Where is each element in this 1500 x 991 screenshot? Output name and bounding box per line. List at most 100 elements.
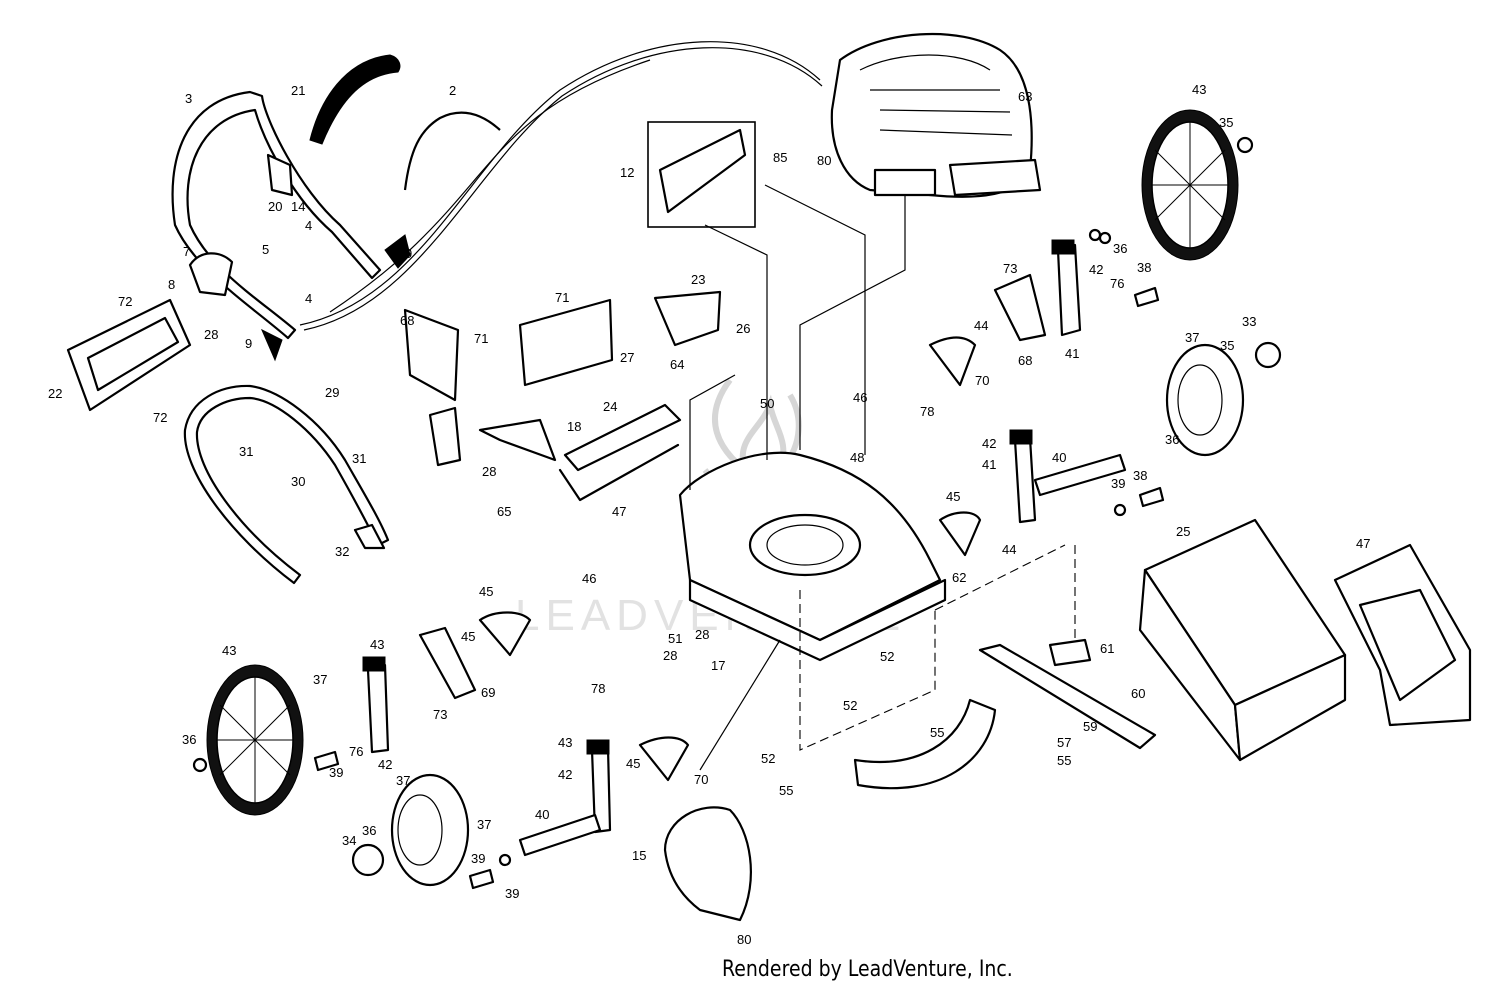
callout-label: 24 bbox=[603, 399, 617, 414]
callout-label: 42 bbox=[982, 436, 996, 451]
callout-label: 73 bbox=[1003, 261, 1017, 276]
callout-label: 78 bbox=[591, 681, 605, 696]
callout-label: 45 bbox=[946, 489, 960, 504]
rear-wheel-right bbox=[1141, 109, 1239, 261]
callout-label: 12 bbox=[620, 165, 634, 180]
callout-label: 39 bbox=[505, 886, 519, 901]
handle-grip bbox=[309, 54, 401, 145]
callout-label: 41 bbox=[982, 457, 996, 472]
callout-label: 36 bbox=[1113, 241, 1127, 256]
callout-label: 33 bbox=[1242, 314, 1256, 329]
callout-label: 28 bbox=[204, 327, 218, 342]
callout-label: 55 bbox=[1057, 753, 1071, 768]
callout-label: 20 bbox=[268, 199, 282, 214]
callout-label: 37 bbox=[1185, 330, 1199, 345]
callout-label: 80 bbox=[817, 153, 831, 168]
render-credit: Rendered by LeadVenture, Inc. bbox=[722, 957, 1013, 982]
callout-label: 31 bbox=[239, 444, 253, 459]
callout-label: 61 bbox=[1100, 641, 1114, 656]
callout-label: 28 bbox=[695, 627, 709, 642]
callout-label: 48 bbox=[850, 450, 864, 465]
callout-label: 71 bbox=[555, 290, 569, 305]
callout-label: 44 bbox=[1002, 542, 1016, 557]
rear-deflector bbox=[66, 298, 192, 412]
callout-label: 37 bbox=[396, 773, 410, 788]
callout-label: 43 bbox=[370, 637, 384, 652]
callout-label: 65 bbox=[497, 504, 511, 519]
discharge-door bbox=[558, 403, 682, 502]
callout-label: 8 bbox=[168, 277, 175, 292]
callout-label: 9 bbox=[245, 336, 252, 351]
callout-labels: 2 3 4 4 5 7 8 9 9 12 14 15 17 18 20 21 2… bbox=[48, 82, 1370, 947]
callout-label: 73 bbox=[433, 707, 447, 722]
callout-label: 36 bbox=[362, 823, 376, 838]
callout-label: 27 bbox=[620, 350, 634, 365]
callout-label: 46 bbox=[853, 390, 867, 405]
callout-label: 42 bbox=[378, 757, 392, 772]
callout-label: 44 bbox=[974, 318, 988, 333]
cutting-blade bbox=[978, 643, 1157, 750]
callout-label: 60 bbox=[1131, 686, 1145, 701]
mulch-plug bbox=[853, 698, 997, 790]
callout-label: 18 bbox=[567, 419, 581, 434]
callout-label: 4 bbox=[305, 218, 312, 233]
callout-label: 70 bbox=[694, 772, 708, 787]
callout-label: 45 bbox=[626, 756, 640, 771]
callout-label: 46 bbox=[582, 571, 596, 586]
callout-label: 36 bbox=[182, 732, 196, 747]
callout-label: 76 bbox=[1110, 276, 1124, 291]
callout-label: 39 bbox=[329, 765, 343, 780]
callout-label: 9 bbox=[405, 246, 412, 261]
callout-label: 41 bbox=[1065, 346, 1079, 361]
callout-label: 52 bbox=[761, 751, 775, 766]
callout-label: 39 bbox=[1111, 476, 1125, 491]
upper-handle bbox=[171, 90, 382, 340]
callout-label: 42 bbox=[558, 767, 572, 782]
grass-bag-frame bbox=[1333, 543, 1472, 727]
callout-label: 5 bbox=[262, 242, 269, 257]
callout-label: 51 bbox=[668, 631, 682, 646]
callout-label: 22 bbox=[48, 386, 62, 401]
callout-label: 29 bbox=[325, 385, 339, 400]
callout-label: 50 bbox=[760, 396, 774, 411]
callout-label: 3 bbox=[185, 91, 192, 106]
callout-label: 14 bbox=[291, 199, 305, 214]
callout-label: 63 bbox=[1018, 89, 1032, 104]
callout-label: 23 bbox=[691, 272, 705, 287]
callout-label: 43 bbox=[558, 735, 572, 750]
mulch-plug-front bbox=[663, 806, 752, 922]
mower-deck bbox=[678, 451, 947, 662]
callout-label: 38 bbox=[1133, 468, 1147, 483]
callout-label: 52 bbox=[880, 649, 894, 664]
lower-handle bbox=[183, 384, 390, 585]
callout-label: 40 bbox=[535, 807, 549, 822]
front-wheel-left bbox=[390, 773, 470, 887]
callout-label: 71 bbox=[474, 331, 488, 346]
callout-label: 36 bbox=[1165, 432, 1179, 447]
callout-label: 85 bbox=[773, 150, 787, 165]
callout-label: 21 bbox=[291, 83, 305, 98]
callout-label: 31 bbox=[352, 451, 366, 466]
callout-label: 43 bbox=[222, 643, 236, 658]
control-cable bbox=[299, 41, 821, 326]
callout-label: 70 bbox=[975, 373, 989, 388]
callout-label: 68 bbox=[400, 313, 414, 328]
callout-label: 78 bbox=[920, 404, 934, 419]
callout-label: 40 bbox=[1052, 450, 1066, 465]
callout-label: 7 bbox=[183, 244, 190, 259]
callout-label: 42 bbox=[1089, 262, 1103, 277]
callout-label: 17 bbox=[711, 658, 725, 673]
callout-label: 28 bbox=[663, 648, 677, 663]
callout-label: 2 bbox=[449, 83, 456, 98]
callout-label: 15 bbox=[632, 848, 646, 863]
callout-label: 59 bbox=[1083, 719, 1097, 734]
callout-label: 34 bbox=[342, 833, 356, 848]
front-wheel-right bbox=[1165, 343, 1245, 457]
callout-label: 35 bbox=[1219, 115, 1233, 130]
callout-label: 37 bbox=[477, 817, 491, 832]
callout-label: 55 bbox=[779, 783, 793, 798]
callout-label: 45 bbox=[461, 629, 475, 644]
callout-label: 72 bbox=[118, 294, 132, 309]
callout-label: 69 bbox=[481, 685, 495, 700]
